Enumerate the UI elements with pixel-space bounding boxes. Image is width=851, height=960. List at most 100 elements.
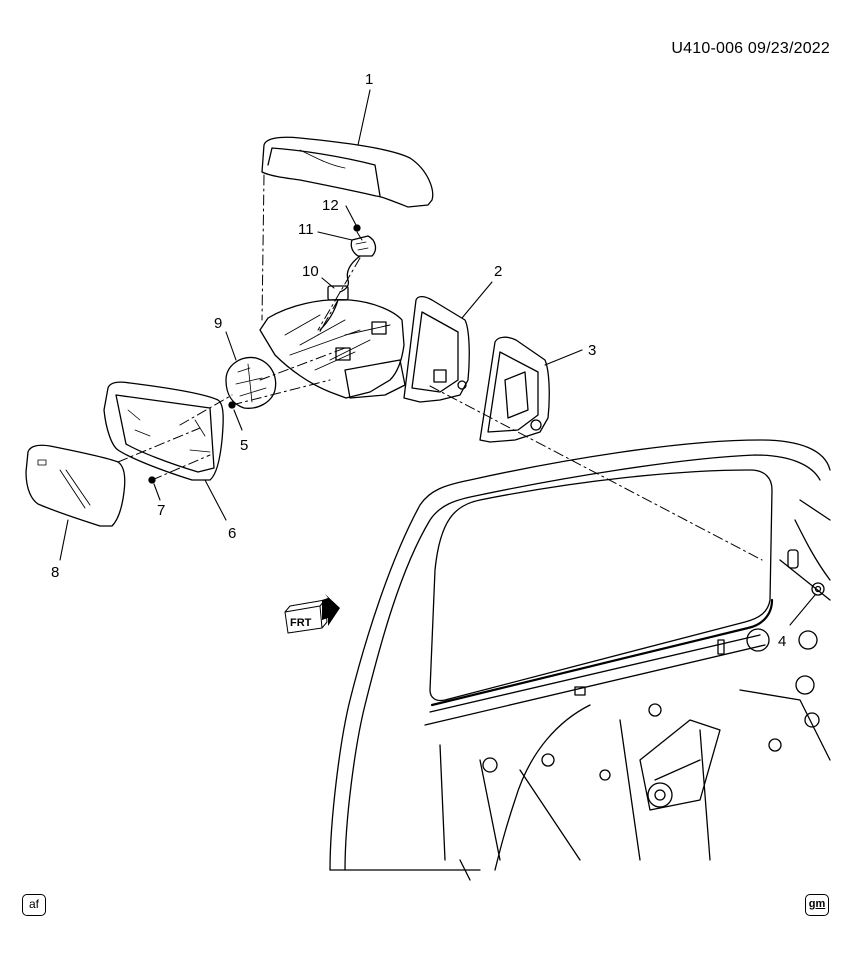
door-belt-line: [424, 634, 766, 726]
align-frame-actuator: [179, 394, 233, 426]
glass-actuator: [225, 356, 277, 409]
actuator-details: [235, 363, 267, 403]
mirror-housing: [259, 299, 406, 399]
align-lamp-housing: [317, 257, 361, 331]
lamp-body: [350, 235, 377, 257]
alignment-lines: [117, 174, 763, 561]
callout-labels: 1 2 3 4 5 6 7 8 9 10 11 12: [51, 71, 786, 650]
door-hole-1: [746, 628, 770, 652]
door-wiring: [494, 704, 591, 871]
leader-5: [233, 409, 243, 431]
frame-outer: [103, 381, 224, 481]
align-screw5-housing: [231, 379, 331, 406]
actuator-outline: [225, 356, 277, 409]
align-connector-housing: [317, 299, 339, 336]
glass-reflection: [59, 469, 91, 509]
leader-1: [357, 89, 371, 146]
regulator-motor: [647, 782, 673, 808]
nut-inner: [814, 585, 822, 593]
door-outer-frame: [329, 439, 831, 871]
harness-wire: [339, 255, 361, 293]
door-hole-2: [798, 630, 818, 650]
leader-7: [153, 483, 161, 501]
door-hole-5: [648, 703, 662, 717]
door-lower-edge: [329, 859, 481, 881]
door-hole-8: [541, 753, 555, 767]
wiring-harness: [319, 255, 361, 331]
align-glass-frame: [117, 427, 201, 463]
seal-bracket: [504, 371, 529, 419]
seal-bolt: [530, 419, 542, 431]
leader-4: [789, 594, 816, 626]
callout-11: 11: [298, 221, 314, 238]
leader-10: [321, 277, 335, 289]
frt-label: FRT: [290, 617, 312, 629]
front-direction-marker: FRT: [284, 594, 340, 634]
door-hole-6: [599, 769, 611, 781]
callout-8: 8: [51, 564, 59, 581]
mirror-glass-frame: [103, 381, 224, 481]
housing-outline: [259, 299, 405, 399]
base-cover-bolt: [457, 380, 467, 390]
callout-5: 5: [240, 437, 248, 454]
callout-1: 1: [365, 71, 373, 88]
housing-details: [284, 314, 391, 371]
door-hole-7: [482, 757, 498, 773]
align-cover-housing: [261, 174, 265, 321]
callout-7: 7: [157, 502, 165, 519]
leader-2: [461, 281, 493, 319]
align-screw12-lamp: [356, 231, 363, 241]
leader-6: [204, 479, 227, 521]
harness-lead: [319, 299, 339, 331]
base-cover-outline: [403, 295, 470, 403]
mirror-cover-rib: [299, 149, 346, 169]
gm-logo-badge: gm: [805, 894, 829, 916]
callout-12: 12: [322, 197, 339, 214]
diagram-id-date: U410-006 09/23/2022: [671, 40, 830, 57]
mirror-seal: [479, 336, 550, 443]
base-cover-inner: [411, 311, 459, 393]
door-inner-frame: [344, 454, 821, 871]
regulator-motor-hub: [654, 789, 666, 801]
door-hole-9: [768, 738, 782, 752]
turn-signal-lamp: [350, 235, 377, 257]
leader-12: [345, 205, 357, 226]
align-seal-door: [429, 385, 763, 561]
nut-part-4: [811, 582, 825, 596]
nut-outer: [811, 582, 825, 596]
glass-outline: [25, 444, 126, 527]
door-clip: [574, 686, 586, 696]
callout-9: 9: [214, 315, 222, 332]
harness-connector: [327, 285, 349, 301]
frame-inner: [115, 394, 215, 473]
base-cover-plug: [433, 369, 447, 383]
lamp-tab: [355, 241, 369, 251]
housing-clip: [371, 321, 387, 335]
door-hole-4: [804, 712, 820, 728]
mirror-glass: [25, 444, 126, 527]
callout-3: 3: [588, 342, 596, 359]
door-hole-3: [795, 675, 815, 695]
mirror-base-cover: [403, 295, 470, 403]
glass-label: [37, 459, 47, 466]
callout-10: 10: [302, 263, 319, 280]
leader-3: [544, 349, 583, 366]
leader-11: [317, 231, 353, 241]
align-actuator-housing: [259, 347, 346, 381]
callout-2: 2: [494, 263, 502, 280]
door-assembly: [329, 439, 831, 881]
housing-base: [344, 359, 406, 399]
screw-part-12: [353, 224, 361, 232]
door-slot-2: [717, 639, 725, 655]
seal-inner: [487, 351, 539, 433]
window-regulator: [639, 719, 721, 811]
frt-arrow: [322, 594, 340, 626]
callout-6: 6: [228, 525, 236, 542]
mirror-cover-inner: [267, 147, 381, 197]
window-opening: [429, 469, 773, 702]
door-inner-panel: [439, 689, 831, 861]
leader-lines: [59, 89, 816, 626]
leader-9: [225, 331, 237, 361]
door-slot-1: [787, 549, 799, 569]
